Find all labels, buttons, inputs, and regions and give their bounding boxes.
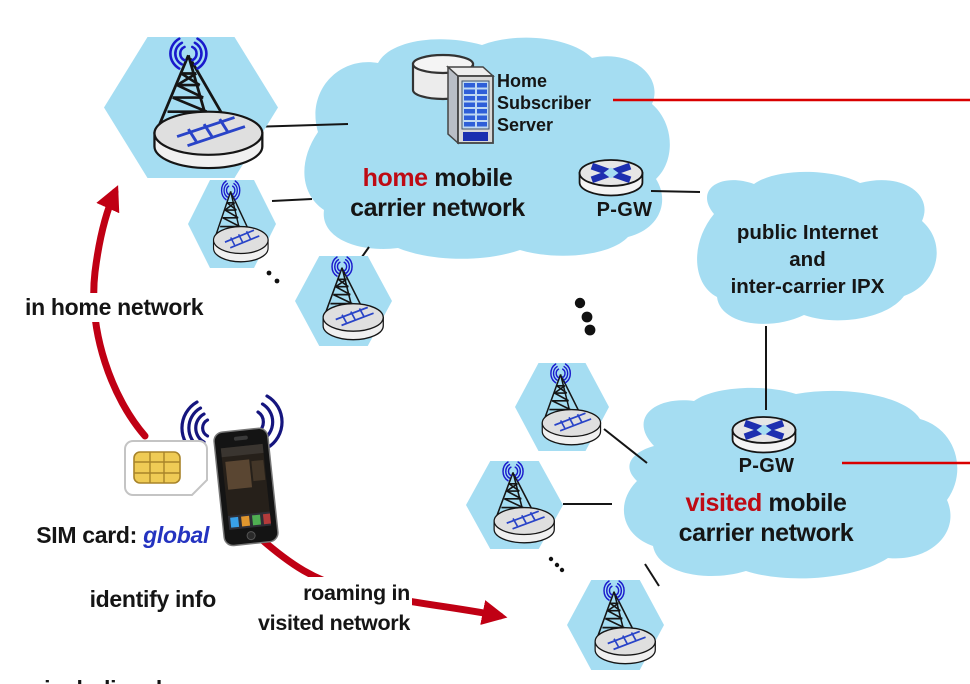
roaming-label-line2: visited network [257,611,410,635]
link-line [644,563,660,587]
pgw-router-icon [580,160,643,196]
home-network-title-rest: mobile [427,164,513,192]
pgw-home-label: P-GW [596,199,653,221]
cell-site [515,363,609,451]
internet-cloud-label: public Internet and inter-carrier IPX [701,219,914,300]
pgw-visited-label: P-GW [738,455,795,477]
internet-cloud [697,171,937,324]
link-line [650,190,701,193]
visited-network-cloud [623,387,958,579]
ellipsis-dots [548,556,565,573]
sim-label-line3: including home [20,674,216,684]
ellipsis-dots [574,297,596,336]
sim-card-label-line1: SIM card: global [24,495,209,549]
internet-label-line3: inter-carrier IPX [730,275,885,298]
sim-label-prefix: SIM card: [36,522,144,548]
visited-network-title-line2: carrier network [678,519,854,547]
pgw-router-icon [733,417,796,453]
home-network-title: home mobile carrier network [315,163,560,223]
home-network-title-line2: carrier network [350,194,525,222]
cell-site [188,180,276,268]
hss-server-icon [411,53,495,145]
cell-site [466,461,563,549]
server-rack-icon [446,65,495,145]
cell-site [104,37,278,178]
smartphone-icon [213,427,279,547]
visited-network-title-rest: mobile [761,489,847,517]
hss-label: Home Subscriber Server [497,71,592,135]
sim-card-label-rest: identify info including home network [20,524,216,684]
red-arrow-in-home [90,185,149,440]
internet-label-line2: and [789,248,826,271]
visited-network-title-highlight: visited [685,489,762,517]
home-network-cloud [304,37,670,259]
link-line [271,198,313,202]
visited-network-title: visited mobile carrier network [642,488,890,548]
cell-site [567,580,664,670]
internet-label-line1: public Internet [736,221,879,244]
cell-site [295,256,392,346]
roaming-label-line1: roaming in [303,581,410,605]
ellipsis-dots [266,270,280,284]
roaming-label: roaming in visited network [224,577,412,639]
in-home-network-label: in home network [20,293,209,322]
sim-label-highlight: global [143,522,210,548]
link-line [603,428,648,464]
sim-label-line2: identify info [89,586,217,612]
link-lines [247,123,767,587]
sim-card-icon [124,440,208,496]
home-network-title-highlight: home [362,164,428,192]
